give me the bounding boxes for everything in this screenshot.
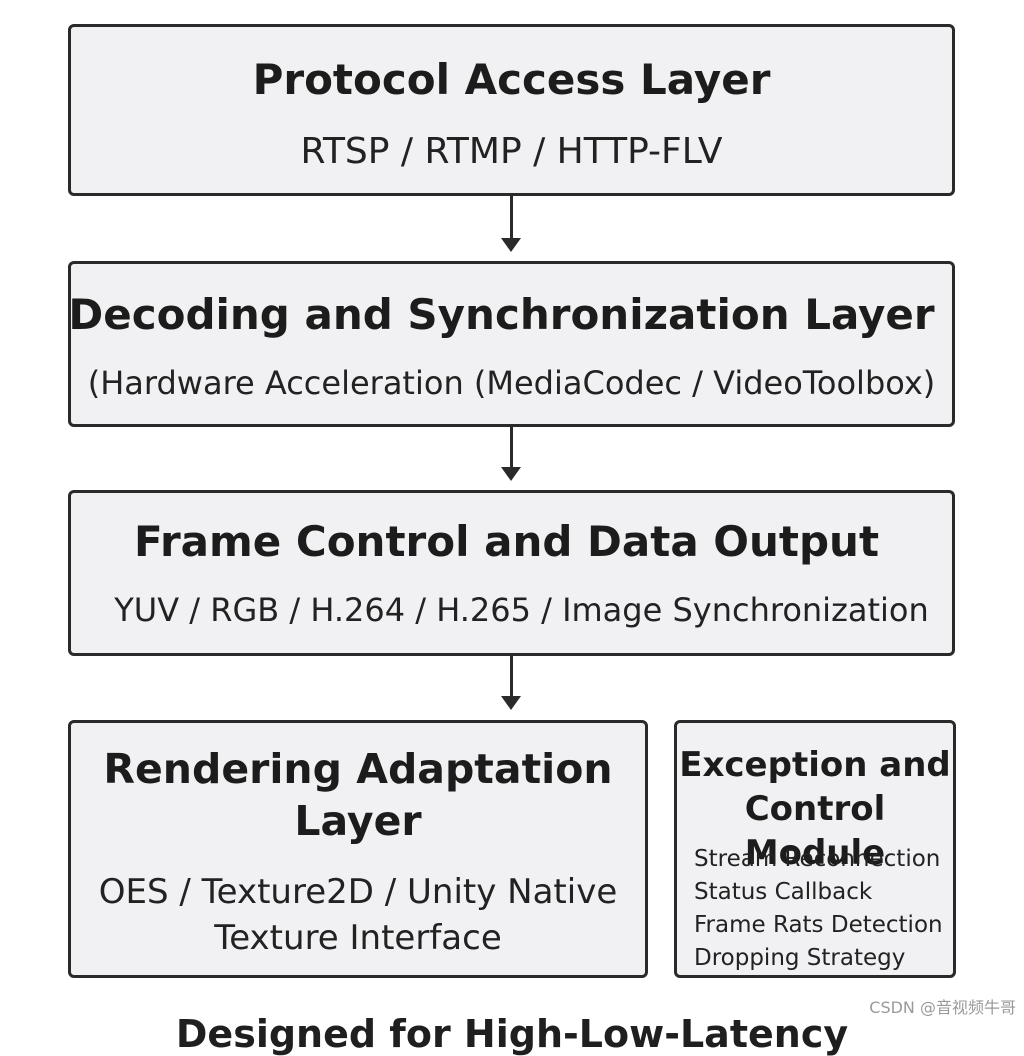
exception-control-module-items: Stream Reconnection Status Callback Fram… xyxy=(694,843,943,975)
exception-control-module-box: Exception and Control Module Stream Reco… xyxy=(674,720,956,978)
list-item: Frame Rats Detection xyxy=(694,912,943,938)
decoding-sync-layer-title: Decoding and Synchronization Layer xyxy=(68,290,935,339)
arrow-down-1 xyxy=(501,196,521,252)
decoding-sync-layer-box: Decoding and Synchronization Layer (Hard… xyxy=(68,261,955,427)
frame-control-output-title: Frame Control and Data Output xyxy=(133,517,880,566)
rendering-adaptation-layer-title: Rendering Adaptation Layer xyxy=(103,745,613,845)
list-item: Status Callback xyxy=(694,879,873,905)
list-item: Dropping Strategy xyxy=(694,945,906,971)
protocol-access-layer-title: Protocol Access Layer xyxy=(252,55,771,104)
protocol-access-layer-box: Protocol Access Layer RTSP / RTMP / HTTP… xyxy=(68,24,955,196)
rendering-adaptation-layer-box: Rendering Adaptation Layer OES / Texture… xyxy=(68,720,648,978)
arrow-down-2 xyxy=(501,427,521,481)
frame-control-output-box: Frame Control and Data Output YUV / RGB … xyxy=(68,490,955,656)
decoding-sync-layer-subtitle: (Hardware Acceleration (MediaCodec / Vid… xyxy=(87,364,936,402)
exception-control-module-title: Exception and Control Module xyxy=(679,745,951,873)
cutoff-caption: Designed for High-Low-Latency xyxy=(175,1012,849,1056)
list-item: Stream Reconnection xyxy=(694,846,941,872)
arrow-down-3 xyxy=(501,656,521,710)
protocol-access-layer-subtitle: RTSP / RTMP / HTTP-FLV xyxy=(300,131,723,172)
rendering-adaptation-layer-subtitle: OES / Texture2D / Unity Native Texture I… xyxy=(98,872,618,958)
frame-control-output-subtitle: YUV / RGB / H.264 / H.265 / Image Synchr… xyxy=(114,591,929,629)
watermark-text: CSDN @音视频牛哥 xyxy=(869,998,1016,1017)
